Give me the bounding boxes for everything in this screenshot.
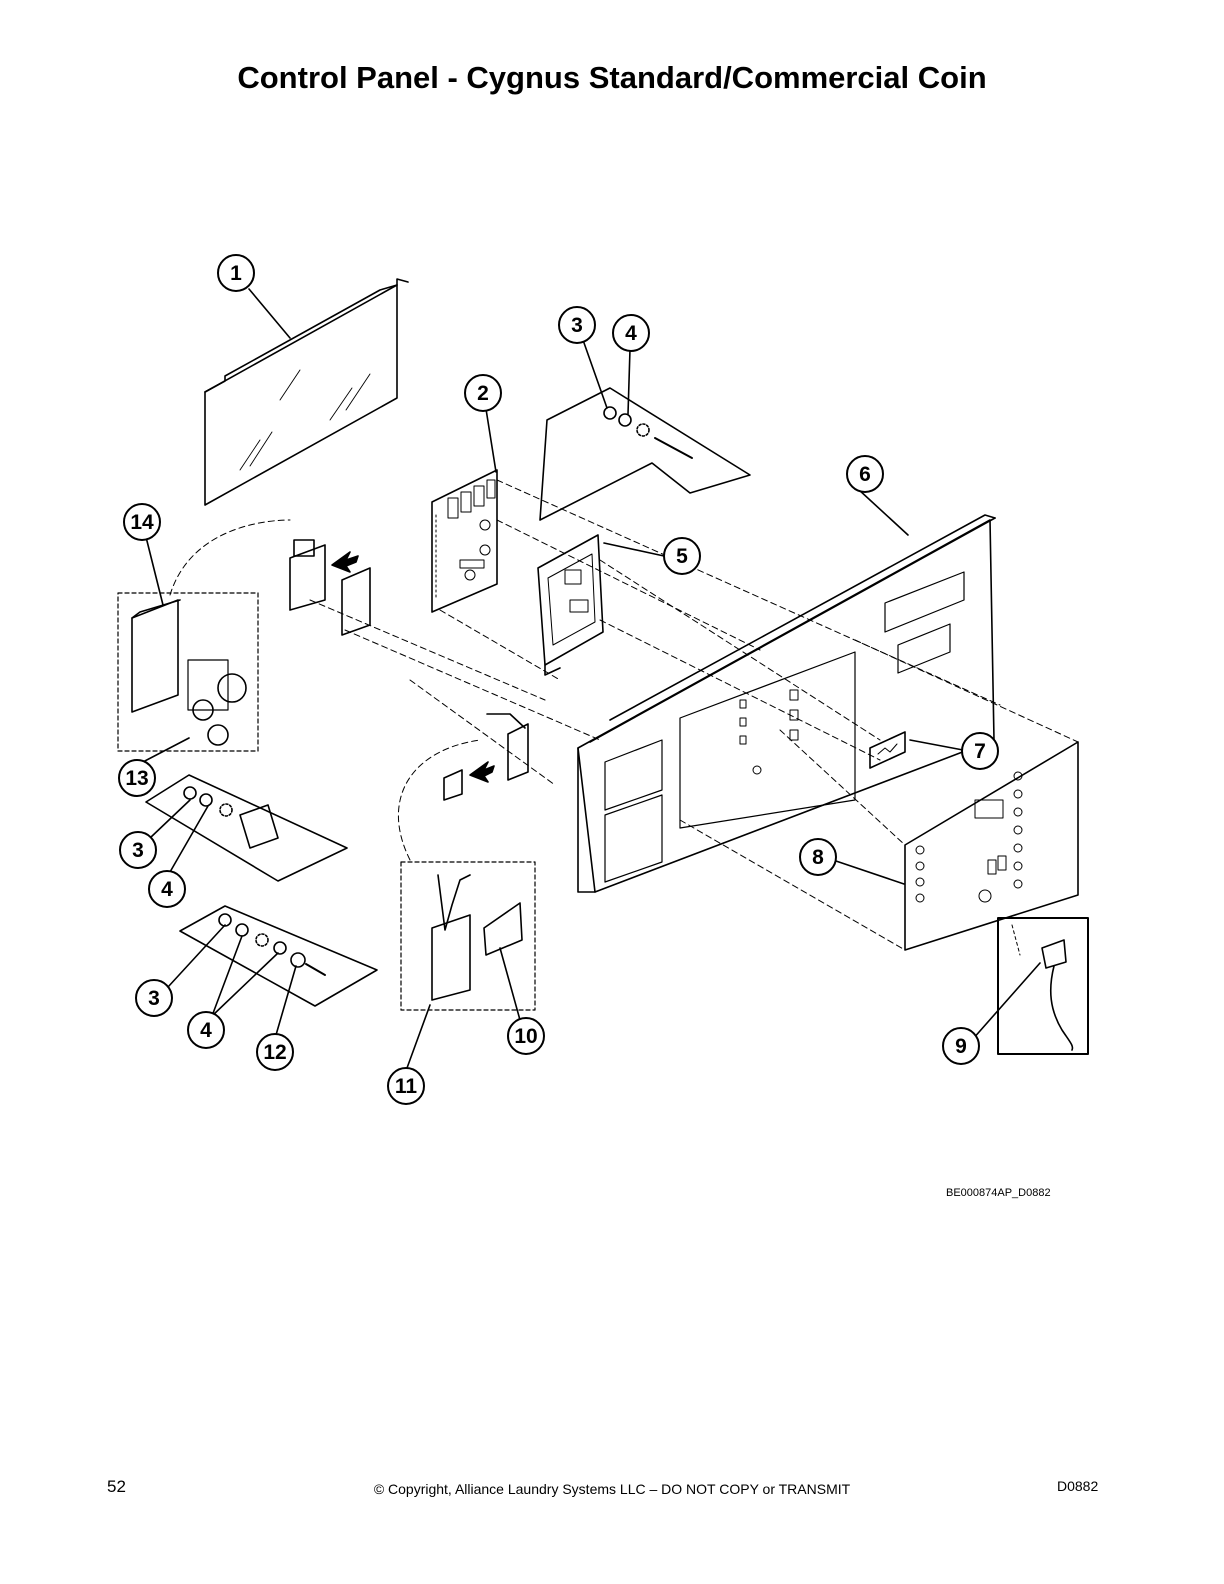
callout-3-top: 3 (571, 314, 583, 337)
callout-7: 7 (974, 740, 986, 763)
callout-8: 8 (812, 846, 824, 869)
callout-9: 9 (955, 1035, 967, 1058)
callout-12: 12 (263, 1041, 286, 1064)
part-11-module (443, 713, 529, 801)
part-2-control-board (431, 469, 498, 613)
callout-6: 6 (859, 463, 871, 486)
callout-1: 1 (230, 262, 242, 285)
diagram-reference-code: BE000874AP_D0882 (946, 1187, 1051, 1199)
assembly-dashed-lines (169, 479, 1079, 951)
part-8-overlay-label (904, 741, 1079, 951)
part-9-sensor-inset (997, 917, 1089, 1055)
callout-10: 10 (514, 1025, 537, 1048)
page-title: Control Panel - Cygnus Standard/Commerci… (237, 60, 987, 95)
callout-13: 13 (125, 767, 148, 790)
callout-numbers: 1 2 3 4 5 6 7 8 9 10 11 12 13 14 3 4 3 4 (125, 262, 986, 1098)
part-7-cover-piece (869, 731, 906, 769)
part-14-bracket-inset (117, 592, 259, 752)
callout-2: 2 (477, 382, 489, 405)
page-number: 52 (107, 1477, 126, 1496)
part-5-board-housing (537, 534, 604, 676)
hardware-inset-bottom (179, 905, 378, 1007)
part-6-front-panel-frame (577, 514, 996, 893)
callout-11: 11 (395, 1075, 418, 1098)
part-1-lens-cover (204, 278, 409, 506)
assembly-arrows (331, 551, 495, 783)
callout-4-bottom: 4 (200, 1019, 212, 1042)
document-id: D0882 (1057, 1478, 1099, 1494)
callout-3-bottom: 3 (148, 987, 160, 1010)
part-10-11-inset (400, 861, 536, 1011)
callout-4-top: 4 (625, 322, 637, 345)
copyright-notice: © Copyright, Alliance Laundry Systems LL… (373, 1481, 851, 1497)
callout-circles (118, 254, 999, 1105)
callout-14: 14 (130, 511, 154, 534)
callout-4-middle: 4 (161, 878, 173, 901)
callout-3-middle: 3 (132, 839, 144, 862)
leader-lines (140, 288, 1041, 1069)
hardware-inset-middle (145, 774, 348, 882)
callout-5: 5 (676, 545, 688, 568)
hardware-inset-top (539, 387, 751, 521)
